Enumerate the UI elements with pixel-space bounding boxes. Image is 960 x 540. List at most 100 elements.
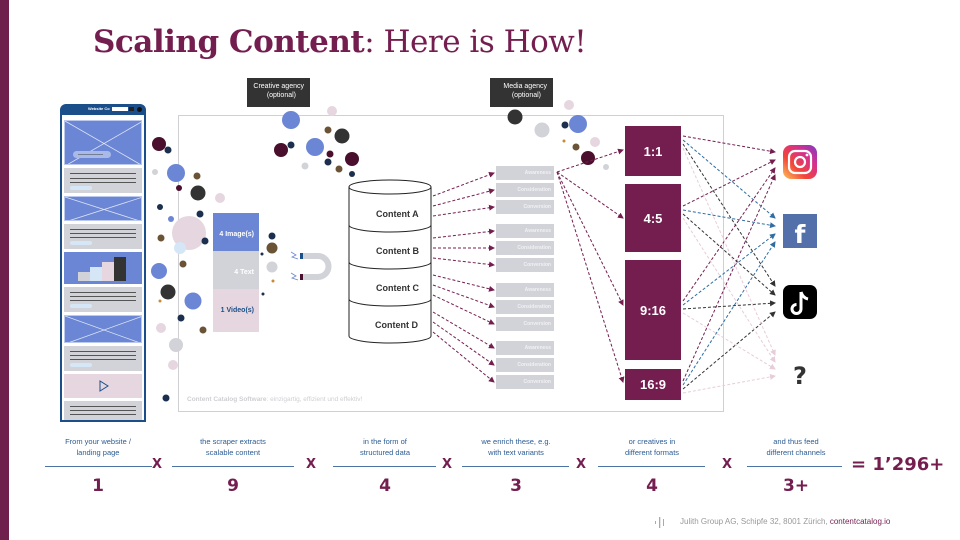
- funnel-stage-conversion: Conversion: [496, 258, 554, 272]
- image-placeholder: [64, 196, 142, 221]
- content-bubble: [590, 137, 600, 147]
- fraction-line: [747, 466, 842, 467]
- funnel-stage-awareness: Awareness: [496, 224, 554, 238]
- database-to-stage-arrow: [432, 294, 495, 325]
- formula-result: = 1’296+: [851, 454, 945, 475]
- database-to-stage-arrow: [432, 257, 495, 268]
- multiply-operator: X: [152, 457, 163, 472]
- content-bubble: [156, 323, 166, 333]
- scraped-images-chip: 4 Image(s): [213, 213, 259, 256]
- funnel-stage-consideration: Consideration: [496, 241, 554, 255]
- fraction-line: [462, 466, 569, 467]
- company-logo-icon: [655, 517, 664, 528]
- funnel-stage-awareness: Awareness: [496, 166, 554, 180]
- brand-side-bar: [0, 0, 9, 540]
- formula-term-caption: From your website /landing page: [65, 437, 131, 457]
- svg-text:?: ?: [793, 362, 807, 390]
- content-bubble: [179, 260, 187, 268]
- format-1-1: 1:1: [625, 126, 681, 176]
- content-bubbles: [151, 100, 609, 402]
- content-bubble: [507, 109, 523, 125]
- software-frame: [178, 115, 724, 412]
- fraction-line: [333, 466, 436, 467]
- content-bubble: [534, 122, 550, 138]
- content-bubble: [261, 292, 265, 296]
- format-to-channel-arrow: [682, 135, 776, 155]
- fraction-line: [598, 466, 705, 467]
- database-to-stage-arrow: [432, 188, 495, 207]
- content-bubble: [157, 204, 163, 210]
- database-section-d: Content D: [375, 320, 418, 330]
- format-to-channel-arrow: [682, 213, 776, 296]
- media-agency-label: Media agency(optional): [490, 78, 553, 107]
- database-section-b: Content B: [376, 246, 419, 256]
- content-bubble: [306, 138, 324, 156]
- svg-text:f: f: [795, 220, 807, 249]
- content-bubble: [326, 150, 334, 158]
- content-bubble: [157, 234, 165, 242]
- formula-term-caption: we enrich these, e.g.with text variants: [481, 437, 551, 457]
- content-bubble: [324, 158, 332, 166]
- content-bubble: [266, 242, 278, 254]
- content-bubble: [167, 164, 185, 182]
- text-placeholder: [64, 346, 142, 371]
- content-bubble: [176, 185, 182, 191]
- format-4-5: 4:5: [625, 184, 681, 252]
- content-bubble: [201, 237, 209, 245]
- content-bubble: [301, 162, 309, 170]
- content-bubble: [268, 232, 276, 240]
- website-link[interactable]: contentcatalog.io: [829, 517, 891, 526]
- stage-to-format-arrow: [556, 171, 625, 383]
- content-bubble: [266, 261, 278, 273]
- footer: Julith Group AG, Schipfe 32, 8001 Zürich…: [680, 517, 891, 526]
- content-bubble: [287, 141, 295, 149]
- stage-to-format-arrow: [556, 171, 624, 306]
- content-bubble: [177, 314, 185, 322]
- stage-to-format-arrow: [556, 148, 624, 173]
- format-to-channel-arrow: [682, 233, 776, 306]
- content-bubble: [152, 137, 166, 151]
- play-icon: [99, 380, 109, 392]
- tiktok-icon: [783, 285, 817, 319]
- content-bubble: [193, 172, 201, 180]
- database-to-stage-arrow: [432, 171, 495, 197]
- content-bubble: [169, 338, 183, 352]
- format-9-16: 9:16: [625, 260, 681, 360]
- content-bubble: [190, 185, 206, 201]
- database-to-stage-arrow: [432, 228, 495, 239]
- multiply-operator: X: [442, 457, 453, 472]
- video-placeholder: [64, 374, 142, 398]
- format-to-channel-arrow: [682, 143, 776, 287]
- format-to-channel-arrow: [682, 167, 776, 302]
- content-bubble: [603, 164, 609, 170]
- database-section-c: Content C: [376, 283, 419, 293]
- format-to-channel-arrow: [682, 241, 776, 386]
- website-url: Website Co: [88, 106, 110, 111]
- content-bubble: [282, 111, 300, 129]
- content-bubble: [168, 216, 174, 222]
- database-to-stage-arrow: [432, 204, 495, 217]
- content-bubble: [215, 193, 225, 203]
- content-database: [348, 179, 432, 344]
- magnet-icon: [290, 251, 332, 281]
- formula-term-value: 1: [92, 476, 104, 496]
- scraped-text-chip: 4 Text: [213, 251, 259, 294]
- content-bubble: [158, 299, 162, 303]
- content-bubble: [335, 165, 343, 173]
- stage-to-format-arrow: [556, 171, 624, 219]
- content-bubble: [162, 394, 170, 402]
- content-bubble: [174, 242, 186, 254]
- content-bubble: [581, 151, 595, 165]
- database-to-stage-arrow: [432, 311, 495, 349]
- page-title: Scaling Content: Here is How!: [93, 24, 587, 60]
- creative-agency-label: Creative agency(optional): [247, 78, 310, 107]
- fraction-line: [45, 466, 152, 467]
- formula-term-value: 3: [510, 476, 522, 496]
- format-to-channel-arrow: [682, 147, 776, 356]
- content-bubble: [184, 292, 202, 310]
- website-mockup: Website Co: [60, 104, 146, 422]
- format-to-channel-arrow: [682, 373, 776, 394]
- format-to-channel-arrow: [682, 174, 776, 382]
- content-bubble: [324, 126, 332, 134]
- funnel-stage-conversion: Conversion: [496, 317, 554, 331]
